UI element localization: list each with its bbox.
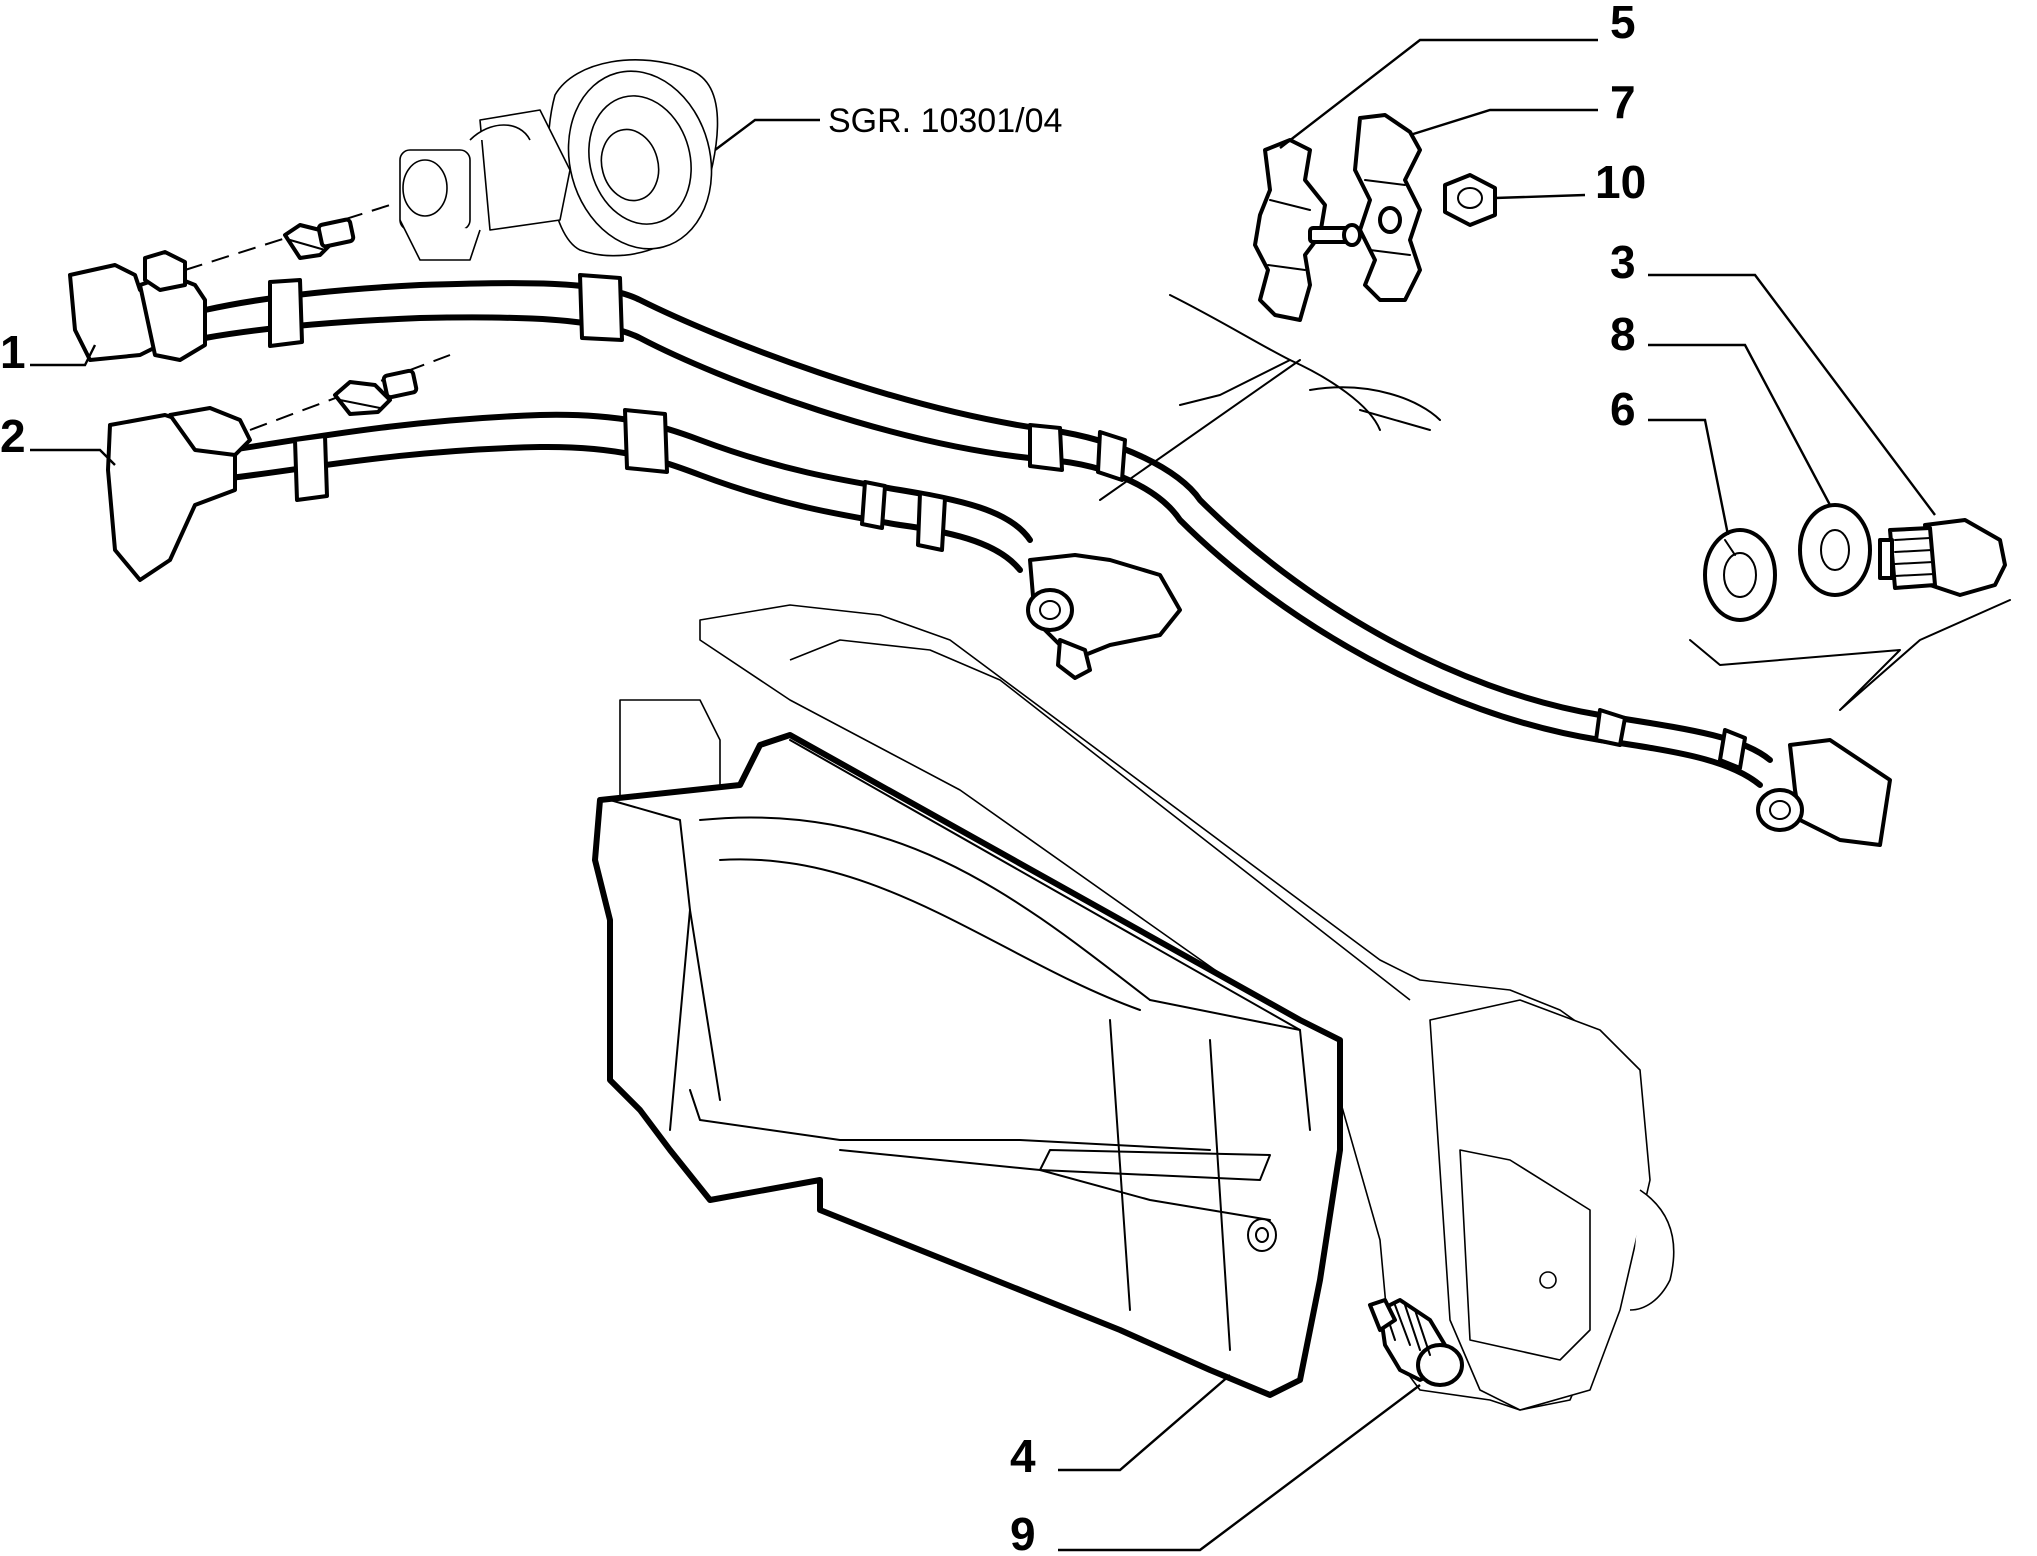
leader-1 (30, 344, 97, 367)
mount-contour-c (1099, 359, 1301, 501)
reference-label: SGR. 10301/04 (828, 102, 1062, 140)
air-duct-shroud (592, 732, 1343, 1398)
centerline-upper (184, 204, 391, 271)
callout-5: 5 (1610, 0, 1636, 48)
leader-8 (1648, 343, 1832, 506)
group-bracket-washers (1689, 599, 2011, 711)
oil-hose-upper (68, 250, 1892, 847)
mount-contour-b (1179, 359, 1291, 406)
callout-1: 1 (0, 326, 26, 378)
callout-8: 8 (1610, 308, 1636, 360)
callout-2: 2 (0, 410, 26, 462)
leader-9 (1058, 1384, 1421, 1552)
leader-4 (1058, 1374, 1231, 1472)
hose-clamp-half-a (1253, 138, 1362, 322)
leader-6 (1648, 418, 1730, 536)
mount-contour-d (1309, 386, 1441, 431)
union-fitting-upper (283, 217, 356, 260)
oil-hose-lower (106, 406, 1182, 680)
callout-10: 10 (1595, 156, 1646, 208)
spring-washer (1703, 528, 1777, 622)
callout-6: 6 (1610, 383, 1636, 435)
leader-reference (714, 118, 820, 151)
union-fitting-lower (333, 368, 419, 416)
self-tapping-screw (1368, 1298, 1464, 1387)
centerline-lower (249, 354, 451, 431)
leader-5 (1279, 38, 1598, 149)
leader-3 (1648, 273, 1936, 516)
hex-bolt (1878, 518, 2007, 597)
leader-10 (1494, 193, 1586, 200)
callout-7: 7 (1610, 76, 1636, 128)
callout-4: 4 (1010, 1430, 1036, 1482)
leader-2 (30, 448, 116, 466)
callout-9: 9 (1010, 1508, 1036, 1556)
flat-washer (1798, 503, 1872, 597)
callout-3: 3 (1610, 236, 1636, 288)
leader-7 (1409, 108, 1598, 137)
hose-clamp-half-b (1353, 113, 1422, 302)
oil-filter-housing-reference (399, 59, 719, 261)
hex-nut (1443, 173, 1497, 227)
